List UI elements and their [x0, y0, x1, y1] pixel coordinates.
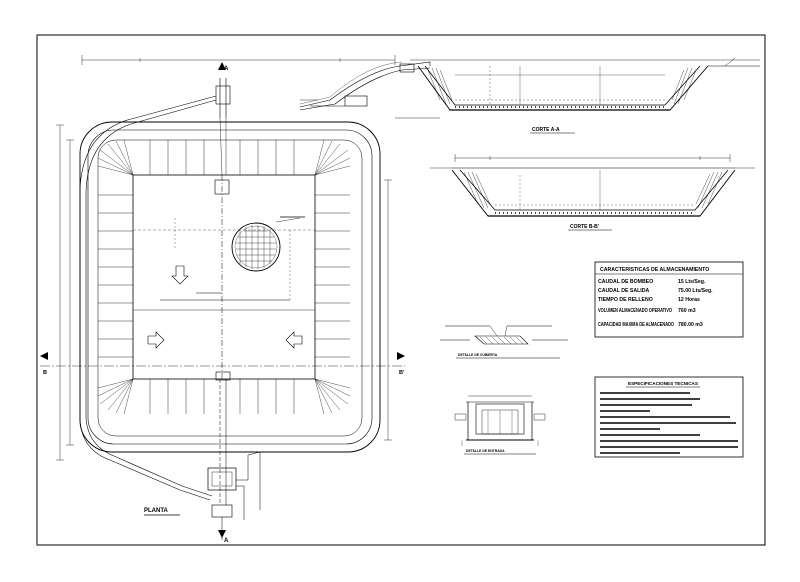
storage-row-label: CAUDAL DE BOMBEO — [598, 279, 653, 285]
plan-annotations: PLANTA A A B B' — [40, 62, 405, 544]
section-aa — [299, 57, 760, 119]
plan-title: PLANTA — [144, 508, 169, 514]
sheet-border — [36, 34, 766, 546]
section-aa-label: CORTE A-A — [530, 127, 575, 134]
section-aa-title: CORTE A-A — [532, 127, 560, 133]
storage-table: CARACTERISTICAS DE ALMACENAMIENTO CAUDAL… — [594, 261, 744, 338]
storage-row-label: VOLUMEN ALMACENADO OPERATIVO — [598, 308, 672, 314]
detail-inlet-label: DETALLE DE ENTRADA — [464, 449, 536, 455]
storage-row-value: 780.00 m3 — [678, 322, 703, 328]
storage-table-title: CARACTERISTICAS DE ALMACENAMIENTO — [600, 267, 709, 273]
arrow-bottom-mark — [218, 530, 226, 538]
arrow-right-mark — [397, 352, 405, 360]
section-bb-title: CORTE B-B' — [570, 224, 599, 230]
detail-cover — [440, 325, 568, 345]
cut-mark-bottom: A — [224, 538, 229, 544]
storage-row-value: 15 Lts/Seg. — [678, 279, 706, 285]
specs-box-title: ESPECIFICACIONES TECNICAS — [628, 381, 698, 386]
section-bb — [430, 154, 755, 217]
arrow-left-mark — [40, 352, 48, 360]
detail-inlet-title: DETALLE DE ENTRADA — [466, 449, 505, 453]
specs-text-lines — [600, 392, 738, 454]
storage-row-value: 760 m3 — [678, 308, 696, 314]
detail-cover-title: DETALLE DE CUBIERTA — [458, 353, 498, 357]
plan-view — [40, 55, 405, 540]
storage-row-label: CAUDAL DE SALIDA — [598, 288, 649, 294]
arrow-top-mark — [218, 62, 226, 70]
detail-inlet — [454, 395, 546, 446]
storage-row-value: 12 Horas — [678, 297, 700, 303]
direction-mark-left: B — [43, 370, 47, 376]
direction-mark-right: B' — [399, 370, 405, 376]
storage-row-value: 75.00 Lts/Seg. — [678, 288, 713, 294]
storage-row-label: CAPACIDAD MAXIMA DE ALMACENADO — [598, 322, 674, 328]
detail-cover-label: DETALLE DE CUBIERTA — [456, 353, 560, 359]
storage-row-label: TIEMPO DE RELLENO — [598, 297, 653, 303]
specs-box: ESPECIFICACIONES TECNICAS — [594, 376, 744, 458]
cut-mark-top: A — [224, 66, 229, 72]
section-bb-label: CORTE B-B' — [568, 224, 612, 231]
